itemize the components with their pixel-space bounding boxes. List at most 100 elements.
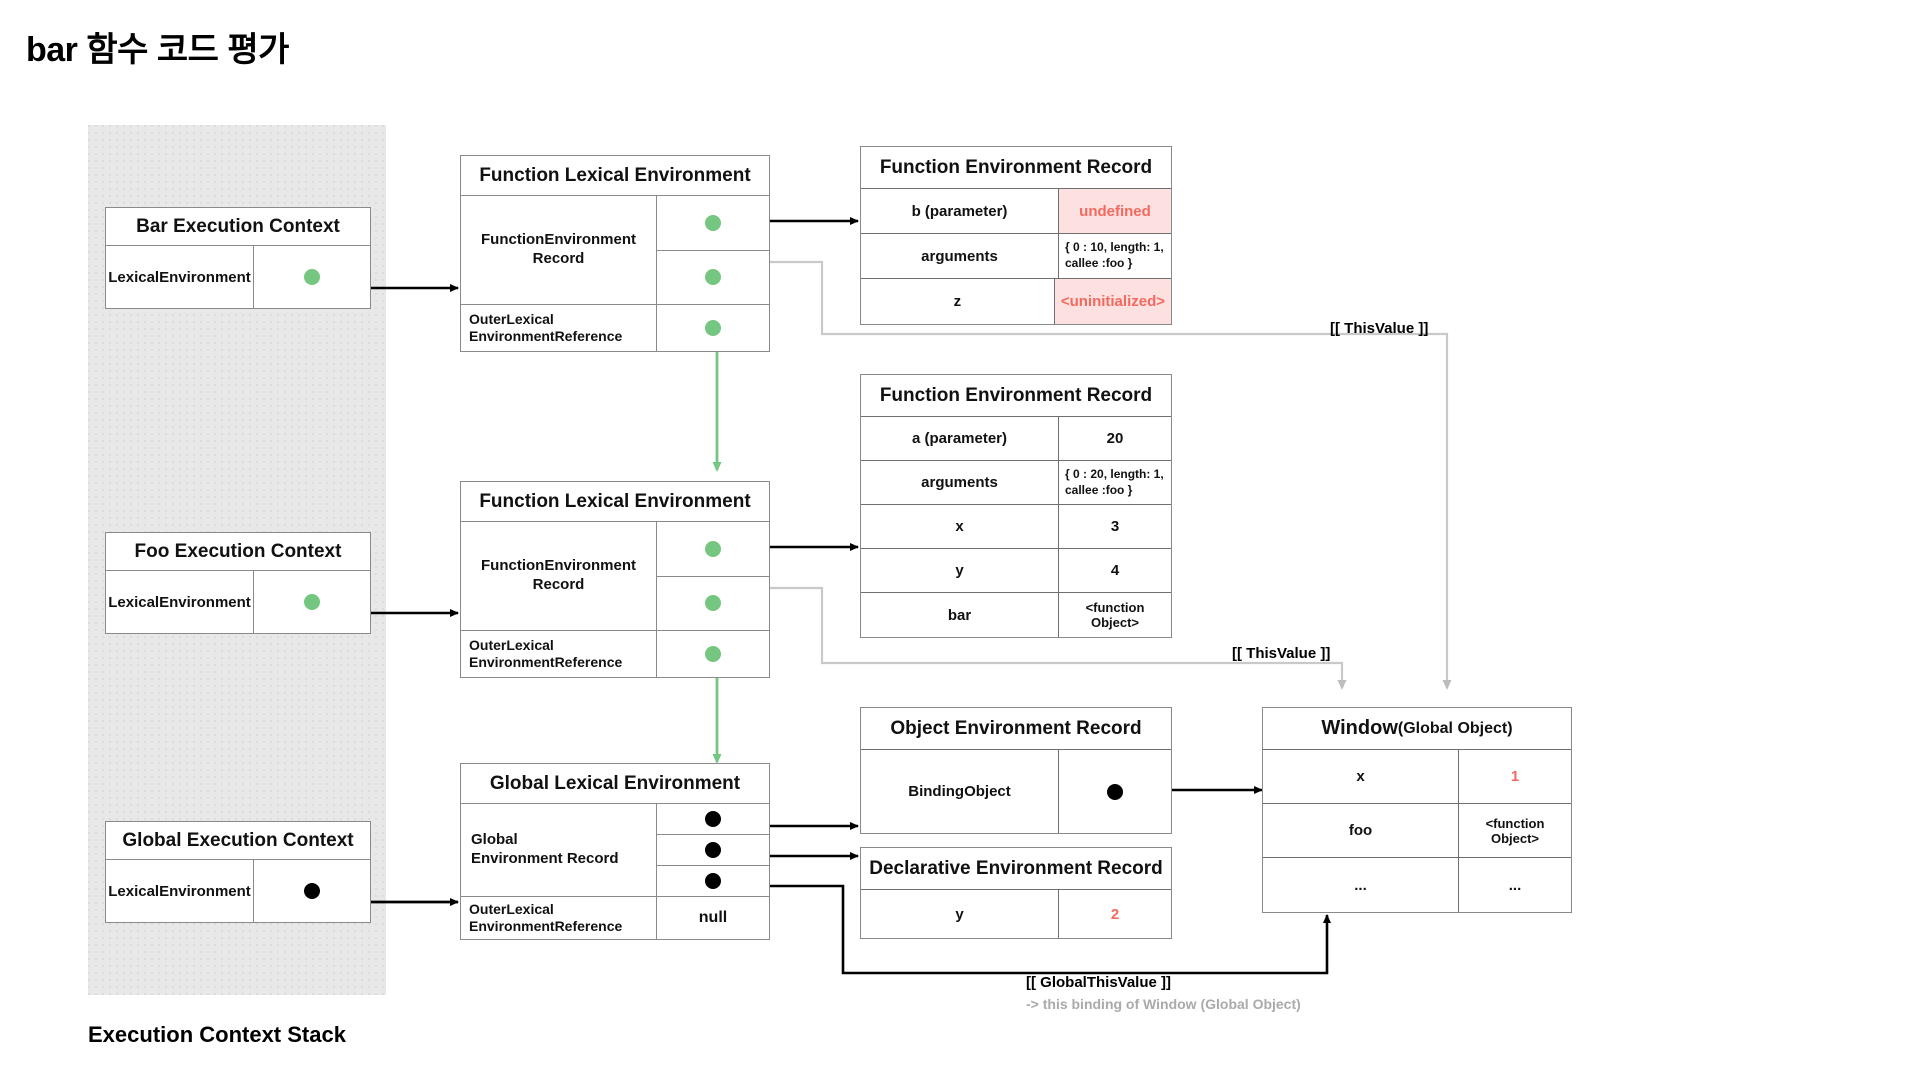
bar-fle-outer-pointer-cell <box>657 305 769 351</box>
pointer-dot-icon <box>304 883 320 899</box>
pointer-dot-icon <box>705 595 721 612</box>
bar-fer-title: Function Environment Record <box>861 147 1171 189</box>
bar-fer-key-b: b (parameter) <box>861 189 1059 233</box>
bar-fle-outer-row: OuterLexical EnvironmentReference <box>461 304 769 351</box>
foo-fle-outer-label: OuterLexical EnvironmentReference <box>461 631 657 677</box>
foo-fle-title: Function Lexical Environment <box>461 482 769 522</box>
foo-fer-key-bar: bar <box>861 593 1059 637</box>
bar-fer-value-b: undefined <box>1059 189 1171 233</box>
table-row: arguments { 0 : 10, length: 1, callee :f… <box>861 234 1171 279</box>
foo-fer-value-arguments: { 0 : 20, length: 1, callee :foo } <box>1065 466 1164 497</box>
gle-record-row: Global Environment Record <box>461 804 769 896</box>
window-key-x: x <box>1263 750 1459 803</box>
bar-fle-outer-label: OuterLexical EnvironmentReference <box>461 305 657 351</box>
window-value-ellipsis: ... <box>1508 876 1522 894</box>
pointer-dot-icon <box>705 269 721 286</box>
bar-fer-key-arguments: arguments <box>861 234 1059 278</box>
global-execution-context-row: LexicalEnvironment <box>106 860 370 922</box>
foo-fer-value-a: 20 <box>1106 430 1124 447</box>
bar-fer-value-z: <uninitialized> <box>1054 279 1171 324</box>
bar-fle-record-row: FunctionEnvironment Record <box>461 196 769 304</box>
gle-declarative-record-pointer-slot <box>657 835 769 866</box>
gle-globalthisvalue-pointer-slot <box>657 866 769 896</box>
bar-fer-value-arguments: { 0 : 10, length: 1, callee :foo } <box>1065 240 1164 270</box>
foo-function-environment-record: Function Environment Record a (parameter… <box>860 374 1172 638</box>
table-row: x 3 <box>861 505 1171 549</box>
table-row: y 2 <box>861 890 1171 938</box>
bar-fle-thisvalue-pointer-slot <box>657 251 769 305</box>
bar-execution-context-title: Bar Execution Context <box>106 208 370 246</box>
bar-execution-context-card: Bar Execution Context LexicalEnvironment <box>105 207 371 309</box>
pointer-dot-icon <box>1107 783 1123 800</box>
object-environment-record: Object Environment Record BindingObject <box>860 707 1172 834</box>
window-title-sub: (Global Object) <box>1397 719 1513 737</box>
table-row: z <uninitialized> <box>861 279 1171 324</box>
table-row: foo <function Object> <box>1263 804 1571 858</box>
pointer-dot-icon <box>705 873 721 889</box>
table-row: bar <function Object> <box>861 593 1171 637</box>
gle-title: Global Lexical Environment <box>461 764 769 804</box>
der-title: Declarative Environment Record <box>861 848 1171 890</box>
foo-fle-thisvalue-pointer-slot <box>657 577 769 631</box>
foo-fle-record-pointer-slot <box>657 522 769 577</box>
gle-object-record-pointer-slot <box>657 804 769 835</box>
foo-fer-value-x: 3 <box>1110 518 1120 535</box>
bar-function-lexical-environment: Function Lexical Environment FunctionEnv… <box>460 155 770 352</box>
oer-key-bindingobject: BindingObject <box>861 750 1059 833</box>
window-value-foo: <function Object> <box>1485 815 1545 846</box>
global-lexical-environment-pointer-cell <box>254 860 370 922</box>
bar-fle-record-pointer-slot <box>657 196 769 251</box>
foo-fle-slots <box>657 522 769 630</box>
foo-execution-context-title: Foo Execution Context <box>106 533 370 571</box>
der-key-y: y <box>861 890 1059 938</box>
table-row: arguments { 0 : 20, length: 1, callee :f… <box>861 461 1171 505</box>
foo-fer-key-x: x <box>861 505 1059 548</box>
global-lexical-environment: Global Lexical Environment Global Enviro… <box>460 763 770 940</box>
der-value-y: 2 <box>1110 905 1120 923</box>
global-execution-context-title: Global Execution Context <box>106 822 370 860</box>
pointer-dot-icon <box>705 811 721 827</box>
global-this-value-note: -> this binding of Window (Global Object… <box>1026 996 1301 1012</box>
table-row: b (parameter) undefined <box>861 189 1171 234</box>
global-execution-context-card: Global Execution Context LexicalEnvironm… <box>105 821 371 923</box>
gle-outer-row: OuterLexical EnvironmentReference null <box>461 896 769 939</box>
global-this-value-annotation: [[ GlobalThisValue ]] <box>1026 974 1172 991</box>
foo-execution-context-row: LexicalEnvironment <box>106 571 370 633</box>
gle-slots <box>657 804 769 896</box>
this-value-top-annotation: [[ ThisValue ]] <box>1330 320 1429 337</box>
foo-fer-key-y: y <box>861 549 1059 592</box>
bar-function-environment-record: Function Environment Record b (parameter… <box>860 146 1172 325</box>
table-row: ... ... <box>1263 858 1571 912</box>
foo-fle-outer-pointer-cell <box>657 631 769 677</box>
pointer-dot-icon <box>705 842 721 858</box>
table-row: y 4 <box>861 549 1171 593</box>
window-title: Window(Global Object) <box>1263 708 1571 750</box>
table-row: BindingObject <box>861 750 1171 833</box>
window-key-ellipsis: ... <box>1263 858 1459 912</box>
foo-fer-key-arguments: arguments <box>861 461 1059 504</box>
oer-value-bindingobject-pointer <box>1059 750 1171 833</box>
oer-title: Object Environment Record <box>861 708 1171 750</box>
pointer-dot-icon <box>705 646 721 662</box>
bar-fle-slots <box>657 196 769 304</box>
window-global-object: Window(Global Object) x 1 foo <function … <box>1262 707 1572 913</box>
pointer-dot-icon <box>705 320 721 336</box>
bar-lexical-environment-label: LexicalEnvironment <box>106 246 254 308</box>
gle-record-label: Global Environment Record <box>461 804 657 896</box>
this-value-mid-annotation: [[ ThisValue ]] <box>1232 645 1331 662</box>
foo-fer-value-bar: <function Object> <box>1085 600 1145 630</box>
bar-execution-context-row: LexicalEnvironment <box>106 246 370 308</box>
window-title-main: Window <box>1321 717 1398 739</box>
foo-execution-context-card: Foo Execution Context LexicalEnvironment <box>105 532 371 634</box>
table-row: x 1 <box>1263 750 1571 804</box>
foo-fle-outer-row: OuterLexical EnvironmentReference <box>461 630 769 677</box>
foo-fer-value-y: 4 <box>1110 562 1120 579</box>
pointer-dot-icon <box>304 269 320 285</box>
bar-fle-record-label: FunctionEnvironment Record <box>461 196 657 304</box>
foo-fle-record-row: FunctionEnvironment Record <box>461 522 769 630</box>
gle-outer-label: OuterLexical EnvironmentReference <box>461 897 657 939</box>
execution-context-stack-caption: Execution Context Stack <box>88 1022 346 1047</box>
window-value-x: 1 <box>1510 768 1520 785</box>
window-key-foo: foo <box>1263 804 1459 857</box>
foo-function-lexical-environment: Function Lexical Environment FunctionEnv… <box>460 481 770 678</box>
